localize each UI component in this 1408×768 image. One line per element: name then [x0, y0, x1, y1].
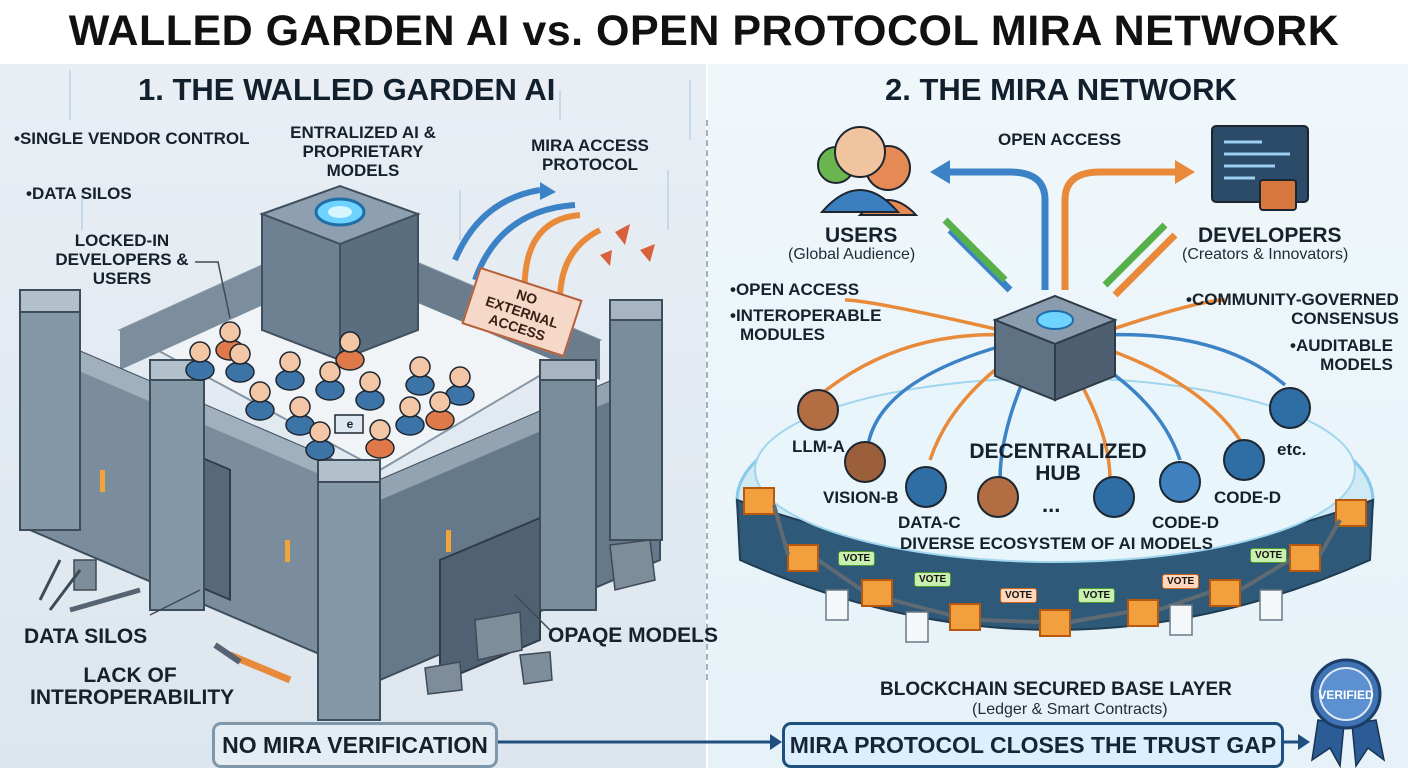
centralized-line-1: ENTRALIZED AI &	[268, 123, 458, 142]
interop-line-1: INTEROPERABLE	[730, 306, 881, 325]
model-node-top-right	[1270, 388, 1310, 428]
model-ellipsis: ...	[1042, 492, 1060, 518]
locked-line-3: USERS	[52, 269, 192, 288]
diverse-ecosystem-label: DIVERSE ECOSYSTEM OF AI MODELS	[900, 534, 1213, 553]
lack-interoperability-label: LACK OF INTEROPERABILITY	[30, 665, 230, 709]
centralized-line-2: PROPRIETARY MODELS	[268, 142, 458, 180]
vote-tag-5: VOTE	[1162, 574, 1199, 589]
lack-line-2: INTEROPERABILITY	[30, 687, 230, 709]
mira-closes-trust-gap-box: MIRA PROTOCOL CLOSES THE TRUST GAP	[782, 722, 1284, 768]
decentralized-hub-label: DECENTRALIZED HUB	[968, 441, 1148, 485]
interoperable-modules-label: INTEROPERABLE MODULES	[730, 306, 881, 344]
data-silos-bottom-label: DATA SILOS	[24, 627, 147, 646]
open-access-top-label: OPEN ACCESS	[998, 130, 1121, 149]
locked-line-1: LOCKED-IN	[52, 231, 192, 250]
community-line-1: COMMUNITY-GOVERNED	[1186, 290, 1399, 309]
mira-access-line-1: MIRA ACCESS	[520, 136, 660, 155]
data-silos-top-label: DATA SILOS	[26, 184, 132, 203]
hub-line-2: HUB	[968, 463, 1148, 485]
opaque-models-label: OPAQE MODELS	[548, 626, 718, 645]
auditable-line-1: AUDITABLE	[1290, 336, 1393, 355]
vote-tag-1: VOTE	[838, 551, 875, 566]
community-governed-label: COMMUNITY-GOVERNED CONSENSUS	[1186, 290, 1399, 328]
model-label-code-d-lower: CODE-D	[1152, 513, 1219, 533]
open-access-bullet: OPEN ACCESS	[730, 280, 859, 299]
single-vendor-label: SINGLE VENDOR CONTROL	[14, 129, 249, 148]
model-label-llm-a: LLM-A	[792, 437, 845, 457]
hub-line-1: DECENTRALIZED	[968, 441, 1148, 463]
users-label: USERS	[825, 226, 897, 245]
mira-access-protocol-label: MIRA ACCESS PROTOCOL	[520, 136, 660, 174]
model-label-vision-b: VISION-B	[823, 488, 899, 508]
community-line-2: CONSENSUS	[1186, 309, 1399, 328]
developers-label: DEVELOPERS	[1198, 226, 1342, 245]
laptop-icon: e	[340, 415, 360, 434]
auditable-models-label: AUDITABLE MODELS	[1290, 336, 1393, 374]
locked-line-2: DEVELOPERS &	[52, 250, 192, 269]
model-node-etc	[1224, 440, 1264, 480]
auditable-line-2: MODELS	[1290, 355, 1393, 374]
vote-tag-2: VOTE	[914, 572, 951, 587]
model-node-code-d	[1160, 462, 1200, 502]
model-label-data-c: DATA-C	[898, 513, 961, 533]
model-node-llm-a	[798, 390, 838, 430]
model-node-vision-b	[845, 442, 885, 482]
mira-network-heading: 2. THE MIRA NETWORK	[885, 72, 1237, 108]
developers-sublabel: (Creators & Innovators)	[1182, 246, 1348, 264]
no-mira-verification-box: NO MIRA VERIFICATION	[212, 722, 498, 768]
vote-tag-6: VOTE	[1250, 548, 1287, 563]
vote-tag-3: VOTE	[1000, 588, 1037, 603]
verified-badge-icon: VERIFIED	[1310, 686, 1382, 705]
blockchain-sublabel: (Ledger & Smart Contracts)	[972, 701, 1168, 719]
locked-in-label: LOCKED-IN DEVELOPERS & USERS	[52, 231, 192, 288]
vote-tag-4: VOTE	[1078, 588, 1115, 603]
lack-line-1: LACK OF	[30, 665, 230, 687]
walled-garden-heading: 1. THE WALLED GARDEN AI	[138, 72, 555, 108]
blockchain-label: BLOCKCHAIN SECURED BASE LAYER	[880, 680, 1232, 699]
model-label-etc: etc.	[1277, 440, 1306, 460]
users-sublabel: (Global Audience)	[788, 246, 915, 264]
interop-line-2: MODULES	[730, 325, 881, 344]
model-node-data-c	[906, 467, 946, 507]
mira-access-line-2: PROTOCOL	[520, 155, 660, 174]
centralized-ai-label: ENTRALIZED AI & PROPRIETARY MODELS	[268, 123, 458, 180]
model-label-code-d-upper: CODE-D	[1214, 488, 1281, 508]
